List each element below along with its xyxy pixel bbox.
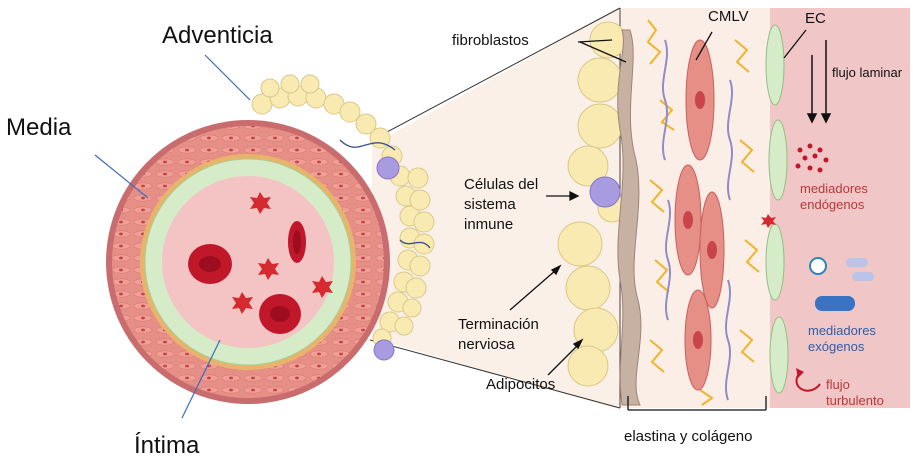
label-intima: Íntima bbox=[134, 432, 199, 460]
label-mediadores-exogenos-1: mediadores bbox=[808, 324, 876, 339]
label-flujo-laminar: flujo laminar bbox=[832, 66, 902, 81]
label-media: Media bbox=[6, 114, 71, 142]
label-mediadores-endogenos-2: endógenos bbox=[800, 198, 864, 213]
label-flujo-turbulento-2: turbulento bbox=[826, 394, 884, 409]
label-cmlv: CMLV bbox=[708, 8, 749, 25]
label-ec: EC bbox=[805, 10, 826, 27]
immune-cell bbox=[377, 157, 399, 179]
label-elastina: elastina y colágeno bbox=[624, 428, 752, 445]
label-mediadores-exogenos-2: exógenos bbox=[808, 340, 864, 355]
virus-icon bbox=[810, 258, 826, 274]
immune-cell bbox=[590, 177, 620, 207]
immune-cell bbox=[374, 340, 394, 360]
pill-icon bbox=[852, 272, 874, 281]
label-fibroblastos: fibroblastos bbox=[452, 32, 529, 49]
lumen bbox=[162, 176, 334, 348]
label-celulas-3: inmune bbox=[464, 216, 513, 233]
label-flujo-turbulento-1: flujo bbox=[826, 378, 850, 393]
label-adventicia: Adventicia bbox=[162, 22, 273, 50]
pill-icon bbox=[846, 258, 868, 267]
label-terminacion-2: nerviosa bbox=[458, 336, 515, 353]
label-terminacion-1: Terminación bbox=[458, 316, 539, 333]
label-adipocitos: Adipocitos bbox=[486, 376, 555, 393]
bacterium-icon bbox=[815, 296, 855, 311]
label-celulas-2: sistema bbox=[464, 196, 516, 213]
label-celulas-1: Células del bbox=[464, 176, 538, 193]
label-mediadores-endogenos-1: mediadores bbox=[800, 182, 868, 197]
